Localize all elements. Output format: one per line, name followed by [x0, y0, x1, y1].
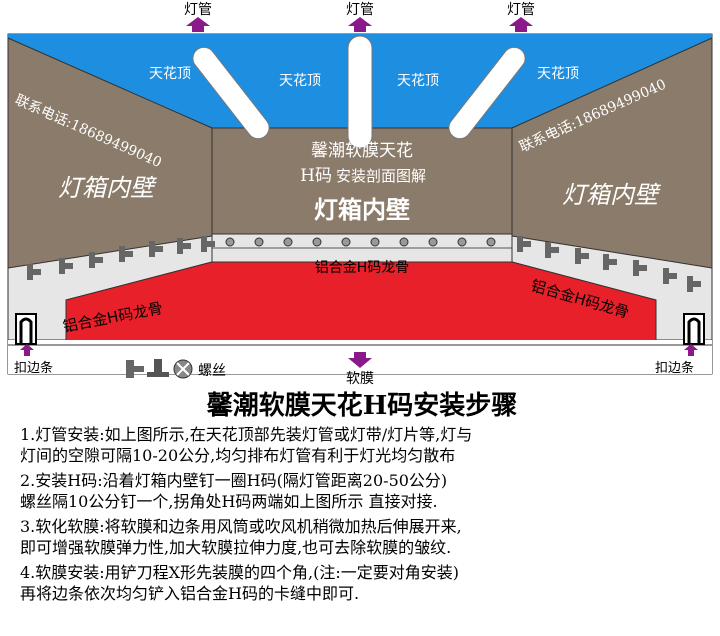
ceiling-label: 天花顶: [149, 66, 191, 82]
peg-screw-icon: [633, 260, 639, 276]
back-wall-title-1: 馨潮软膜天花: [311, 141, 413, 161]
step-line: 再将边条依次均匀铲入铝合金H码的卡缝中即可.: [20, 584, 360, 603]
step-line: 2.安装H码:沿着灯箱内壁钉一圈H码(隔灯管距离20-50公分): [20, 471, 448, 490]
step-line: 4.软膜安装:用铲刀程X形先装膜的四个角,(注:一定要对角安装): [20, 563, 460, 582]
peg-screw-icon: [177, 238, 183, 254]
peg-screw-shaft: [639, 265, 647, 271]
peg-screw-icon: [119, 246, 125, 262]
peg-screw-shaft: [95, 257, 103, 263]
step-line: 1.灯管安装:如上图所示,在天花顶部先装灯管或灯带/灯片等,灯与: [20, 425, 473, 444]
peg-screw-icon: [545, 242, 551, 258]
peg-screw-icon: [149, 241, 155, 257]
lamp-tube-label-right: 灯管: [507, 2, 535, 18]
peg-screw-icon: [89, 252, 95, 268]
screw-side-icon: [126, 360, 144, 378]
back-rail-label: 铝合金H码龙骨: [315, 260, 410, 276]
screw-row: [225, 237, 496, 247]
peg-screw-shaft: [155, 246, 163, 252]
arrow-up-icon: [20, 344, 698, 356]
left-wall-caption: 灯箱内壁: [58, 174, 157, 202]
step-item: 1.灯管安装:如上图所示,在天花顶部先装灯管或灯带/灯片等,灯与 灯间的空隙可隔…: [20, 424, 710, 466]
arrow-down-icon: [348, 352, 372, 368]
peg-screw-shaft: [33, 269, 41, 275]
screw-head-icon: [254, 237, 264, 247]
screw-flat-icon: [147, 359, 169, 377]
edge-strip-right-label: 扣边条: [655, 360, 694, 376]
screw-head-icon: [341, 237, 351, 247]
back-wall-title-2-suffix: 安装剖面图解: [336, 167, 426, 185]
peg-screw-shaft: [669, 273, 677, 279]
peg-screw-shaft: [581, 253, 589, 259]
edge-strip-left-icon: [15, 313, 37, 345]
peg-screw-shaft: [65, 263, 73, 269]
peg-screw-icon: [517, 236, 523, 252]
step-line: 螺丝隔10公分钉一个,拐角处H码两端如上图所示 直接对接.: [20, 492, 438, 511]
peg-screw-shaft: [125, 251, 133, 257]
peg-screw-icon: [575, 248, 581, 264]
step-item: 4.软膜安装:用铲刀程X形先装膜的四个角,(注:一定要对角安装) 再将边条依次均…: [20, 562, 710, 604]
section-diagram: 灯管 灯管 灯管 天花顶 天花顶 天花顶 天花顶 联系电话:1868949904…: [7, 2, 713, 420]
peg-screw-shaft: [551, 247, 559, 253]
peg-screw-icon: [687, 276, 693, 292]
peg-screw-shaft: [183, 243, 191, 249]
screw-head-icon: [486, 237, 496, 247]
step-item: 3.软化软膜:将软膜和边条用风筒或吹风机稍微加热后伸展开来, 即可增强软膜弹力性…: [20, 516, 710, 558]
peg-screw-icon: [603, 254, 609, 270]
peg-screw-shaft: [207, 241, 215, 247]
step-line: 灯间的空隙可隔10-20公分,均匀排布灯管有利于灯光均匀散布: [20, 446, 456, 465]
back-wall-caption: 灯箱内壁: [314, 195, 410, 224]
lamp-tube-label-center: 灯管: [346, 2, 374, 18]
membrane-label: 软膜: [346, 371, 374, 387]
lamp-tube-center: [347, 35, 373, 149]
edge-strip-left-label: 扣边条: [14, 360, 53, 376]
screw-head-icon: [428, 237, 438, 247]
step-line: 3.软化软膜:将软膜和边条用风筒或吹风机稍微加热后伸展开来,: [20, 517, 462, 536]
screw-head-icon: [399, 237, 409, 247]
screw-head-icon: [457, 237, 467, 247]
screw-head-icon: [312, 237, 322, 247]
back-wall-title-2-prefix: H码: [300, 166, 332, 186]
lamp-tube-right: [448, 46, 526, 140]
lamp-tube-label-left: 灯管: [184, 2, 212, 18]
peg-screw-icon: [201, 236, 207, 252]
screw-head-icon: [370, 237, 380, 247]
edge-strip-right-icon: [683, 313, 705, 345]
peg-screw-shaft: [609, 259, 617, 265]
peg-screw-icon: [27, 264, 33, 280]
step-line: 即可增强软膜弹力性,加大软膜拉伸力度,也可去除软膜的皱纹.: [20, 538, 452, 557]
ceiling-label: 天花顶: [537, 66, 579, 82]
peg-screw-shaft: [523, 241, 531, 247]
peg-screw-icon: [663, 268, 669, 284]
right-wall-caption: 灯箱内壁: [562, 181, 661, 209]
main-title: 馨潮软膜天花H码安装步骤: [206, 390, 518, 420]
screw-head-icon: [225, 237, 235, 247]
arrow-up-icon: [186, 17, 533, 32]
peg-screws: [27, 236, 701, 292]
peg-screw-icon: [59, 258, 65, 274]
step-item: 2.安装H码:沿着灯箱内壁钉一圈H码(隔灯管距离20-50公分) 螺丝隔10公分…: [20, 470, 710, 512]
screw-head-icon: [173, 359, 193, 379]
peg-screw-shaft: [693, 281, 701, 287]
ceiling-label: 天花顶: [397, 73, 439, 89]
lamp-tube-left: [192, 46, 270, 140]
screw-head-icon: [283, 237, 293, 247]
steps-list: 1.灯管安装:如上图所示,在天花顶部先装灯管或灯带/灯片等,灯与 灯间的空隙可隔…: [20, 424, 710, 608]
ceiling-label: 天花顶: [279, 73, 321, 89]
screw-label: 螺丝: [198, 363, 226, 379]
